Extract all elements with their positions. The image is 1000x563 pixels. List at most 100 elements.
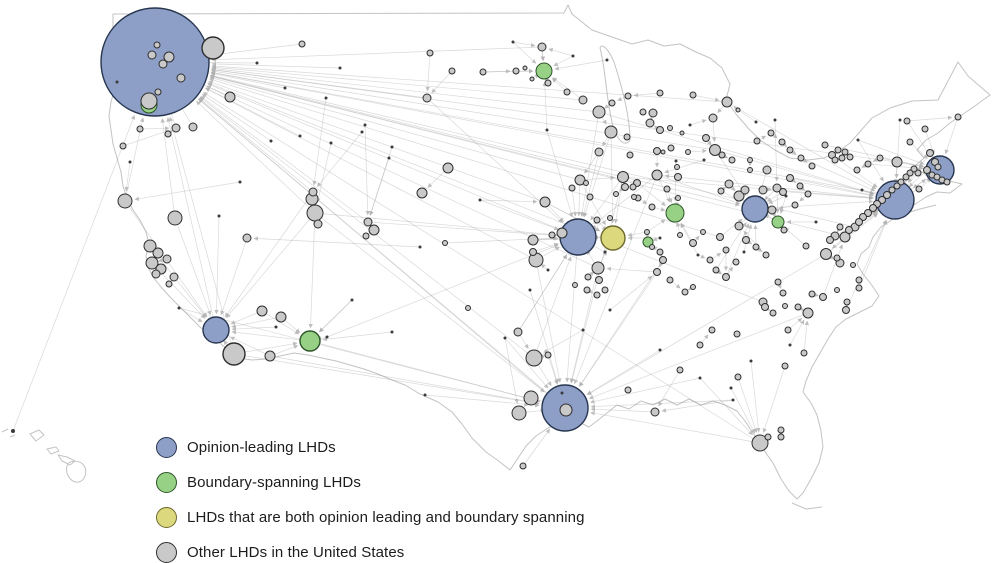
edge-line [581, 151, 600, 217]
edge-line [586, 349, 661, 395]
node-other [601, 286, 609, 294]
node-other [778, 138, 786, 146]
edge-line [178, 307, 203, 323]
node-small [283, 86, 287, 90]
node-other [442, 240, 448, 246]
edge-line [431, 70, 453, 94]
node-other [791, 201, 799, 209]
node-other [568, 184, 576, 192]
node-other [869, 204, 877, 212]
node-other [663, 185, 671, 193]
edge-line [201, 93, 272, 142]
edge-line [590, 377, 701, 404]
node-small [360, 130, 364, 134]
edge-line [211, 67, 428, 99]
node-other [153, 41, 161, 49]
node-other [608, 99, 616, 107]
edge-line [444, 235, 558, 244]
legend: Opinion-leading LHDs Boundary-spanning L… [156, 436, 585, 563]
node-other [954, 113, 962, 121]
node-other [841, 148, 849, 156]
edge-line [425, 52, 431, 92]
node-other [732, 258, 740, 266]
node-other [914, 169, 922, 177]
node-other [167, 210, 183, 226]
node-other [559, 403, 573, 417]
node-other [797, 154, 805, 162]
node-other [702, 134, 710, 142]
node-boundary-spanning [535, 62, 553, 80]
node-other [539, 196, 551, 208]
edge-line [512, 41, 536, 48]
edge-line [590, 407, 656, 413]
edge-line [200, 95, 369, 223]
edge-line [226, 212, 316, 319]
node-other [777, 433, 785, 441]
node-other [752, 243, 760, 251]
node-small [238, 180, 242, 184]
node-other [855, 284, 863, 292]
node-other [853, 166, 861, 174]
node-other [843, 298, 851, 306]
node-other [690, 284, 696, 290]
node-other [802, 242, 810, 250]
node-other [667, 125, 673, 131]
node-other [700, 229, 706, 235]
edge-line [576, 179, 582, 217]
node-other [679, 130, 685, 136]
node-small [898, 118, 902, 122]
node-other [162, 254, 172, 264]
node-small [658, 348, 662, 352]
node-other [651, 169, 663, 181]
node-other [544, 79, 552, 87]
node-other [623, 133, 631, 141]
node-other [724, 179, 734, 189]
edge-line [210, 69, 716, 151]
both-swatch-icon [156, 506, 177, 528]
node-other [624, 92, 632, 100]
edge-line [139, 126, 170, 131]
edge-line [636, 182, 666, 206]
edge-line [789, 177, 874, 197]
node-other [442, 162, 454, 174]
node-other [656, 89, 664, 97]
node-small [698, 376, 702, 380]
edge-line [750, 360, 761, 433]
edge-line [205, 88, 537, 261]
edge-line [231, 330, 311, 342]
node-small [546, 268, 550, 272]
legend-item-both: LHDs that are both opinion leading and b… [156, 506, 585, 528]
node-other [631, 194, 637, 200]
legend-item-opinion-leading: Opinion-leading LHDs [156, 436, 585, 458]
edge-line [322, 331, 393, 342]
edge-line [231, 326, 277, 332]
node-other [733, 330, 741, 338]
node-other [667, 144, 675, 152]
node-other [660, 149, 666, 155]
node-other [677, 232, 683, 238]
node-other [117, 193, 133, 209]
node-small [329, 141, 333, 145]
edge-line [174, 217, 212, 316]
node-other [448, 67, 456, 75]
node-other [578, 95, 588, 105]
node-small [390, 145, 394, 149]
node-other [416, 187, 428, 199]
edge-line [613, 176, 624, 224]
node-other [709, 144, 721, 156]
edge-line [316, 142, 332, 203]
edge-line [479, 199, 559, 231]
node-other [831, 156, 839, 164]
node-other [512, 67, 520, 75]
network-nodes [11, 7, 962, 470]
edge-line [207, 82, 764, 303]
edge-line [565, 236, 579, 383]
edge-line [160, 118, 176, 219]
node-other [800, 349, 808, 357]
edge-line [535, 259, 562, 383]
edge-line [594, 174, 658, 225]
node-opinion-leading [202, 316, 230, 344]
node-other [586, 193, 594, 201]
edge-line [314, 212, 558, 237]
